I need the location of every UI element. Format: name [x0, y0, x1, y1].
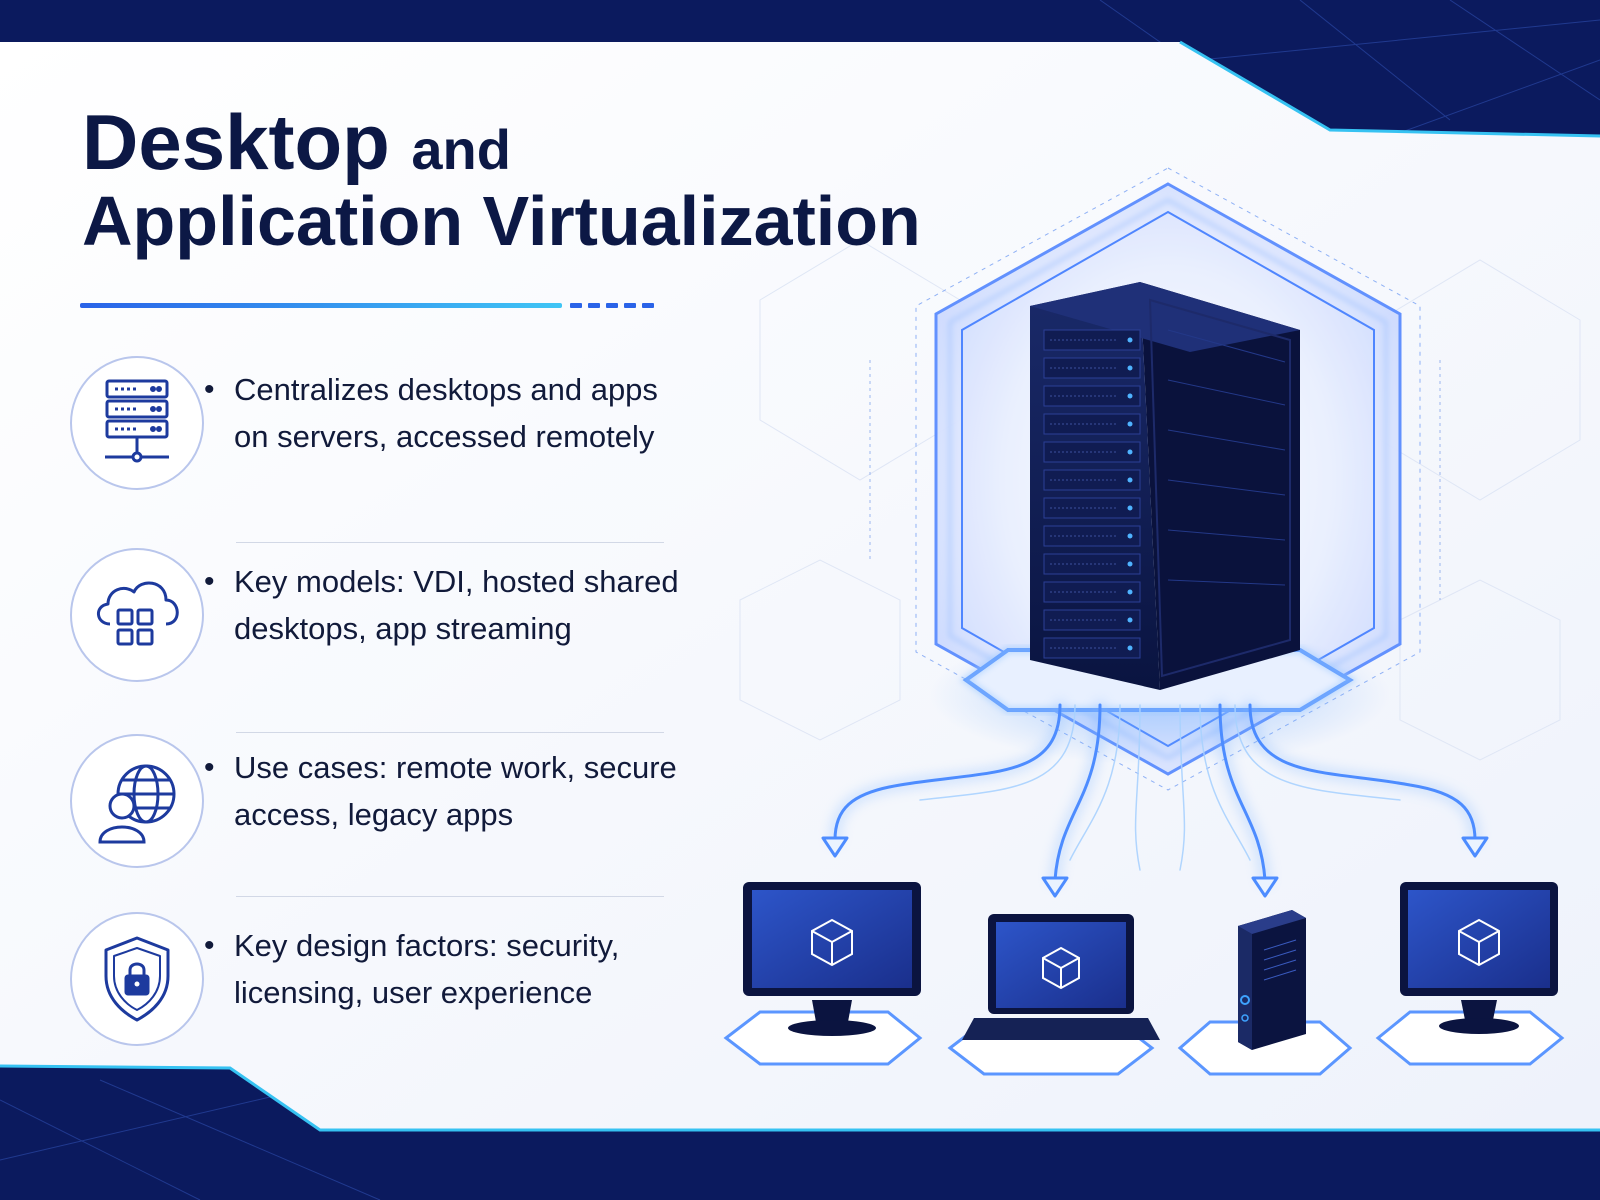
bullet-text: Key models: VDI, hosted shared desktops,… — [204, 558, 694, 652]
server-rack-icon — [1030, 282, 1300, 690]
cloud-apps-icon — [70, 548, 204, 682]
page-title: Desktop and Application Virtualization — [82, 100, 942, 260]
bullet-text: Key design factors: security, licensing,… — [204, 922, 694, 1016]
laptop-icon — [962, 914, 1160, 1040]
divider — [236, 542, 664, 543]
title-and: and — [411, 118, 511, 181]
server-network-icon — [70, 356, 204, 490]
divider — [236, 732, 664, 733]
title-main: Desktop — [82, 98, 390, 186]
bullet-text: Use cases: remote work, secure access, l… — [204, 744, 694, 838]
bullet-item: Key models: VDI, hosted shared desktops,… — [70, 548, 690, 688]
divider — [236, 896, 664, 897]
bullet-item: Key design factors: security, licensing,… — [70, 912, 690, 1052]
desktop-monitor-icon — [1400, 882, 1558, 1034]
title-line2: Application Virtualization — [82, 182, 921, 261]
user-globe-icon — [70, 734, 204, 868]
bullet-item: Centralizes desktops and apps on servers… — [70, 356, 690, 496]
bullet-item: Use cases: remote work, secure access, l… — [70, 734, 690, 874]
connection-lines — [821, 700, 1489, 898]
virtualization-diagram — [723, 167, 1565, 1076]
thin-client-icon — [1238, 910, 1306, 1050]
shield-lock-icon — [70, 912, 204, 1046]
bullet-text: Centralizes desktops and apps on servers… — [204, 366, 694, 460]
desktop-monitor-icon — [743, 882, 921, 1036]
